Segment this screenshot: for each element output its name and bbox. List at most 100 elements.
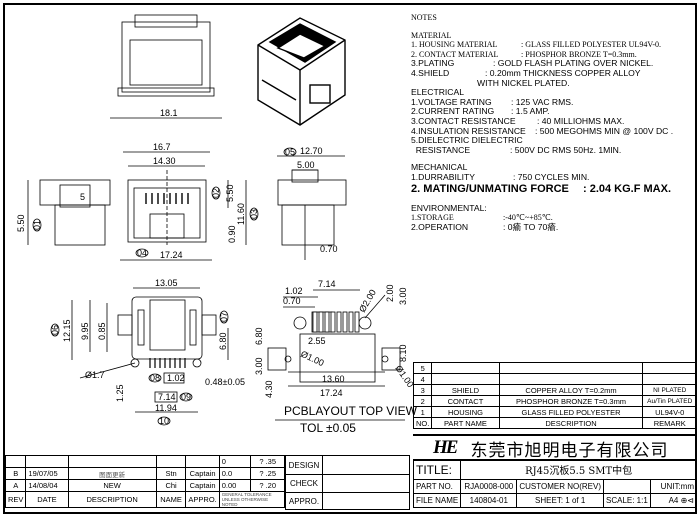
scale: SCALE: 1:1 xyxy=(603,493,651,508)
dim-front-height-1: 5.50 xyxy=(225,184,235,202)
side-view-right: 05 12.70 5.00 0.70 xyxy=(277,146,347,260)
note-continuation: WITH NICKEL PLATED. xyxy=(477,77,570,88)
signoff-table: DESIGN CHECK APPRO. xyxy=(285,455,411,510)
title-label: TITLE: xyxy=(412,459,462,480)
callout-09: 09 xyxy=(181,392,191,402)
dim-pcb-dia-2: Ø2.00 xyxy=(357,288,378,314)
dim-bottom-pin: 0.48±0.05 xyxy=(205,377,245,387)
note-key: 2. MATING/UNMATING FORCE xyxy=(411,182,569,195)
dim-pcb-height-5: 3.00 xyxy=(254,357,264,375)
notes-heading: NOTES xyxy=(411,13,437,22)
note-value: : 40 MILLIOHMS MAX. xyxy=(537,115,625,126)
rev-appro: Captain xyxy=(185,467,220,480)
tolerance-value: ? .25 xyxy=(250,467,285,480)
note-key: 1.STORAGE xyxy=(411,213,454,223)
callout-03: 03 xyxy=(249,209,259,219)
dim-bottom-span: 7.14 xyxy=(158,392,176,402)
material-title: MATERIAL xyxy=(411,30,452,40)
design-signature xyxy=(321,455,411,475)
dim-right-width-1: 12.70 xyxy=(300,146,323,156)
note-key: 2.CURRENT RATING xyxy=(411,106,495,117)
callout-10: 10 xyxy=(159,416,169,426)
note-key: 4.INSULATION RESISTANCE xyxy=(411,125,526,136)
rev-description: NEW xyxy=(67,479,157,492)
note-key: 1. HOUSING MATERIAL xyxy=(411,40,498,50)
company-logo: HE xyxy=(433,437,458,458)
bom-remark: Au/Tin PLATED xyxy=(642,395,697,407)
dim-pcb-height-4: 8.10 xyxy=(398,344,408,362)
check-signature xyxy=(321,474,411,493)
header-part-name: PART NAME xyxy=(431,417,500,429)
dim-front-width-2: 14.30 xyxy=(153,156,176,166)
note-value: : 0.20mm THICKNESS COPPER ALLOY xyxy=(485,67,641,78)
bom-part-name: HOUSING xyxy=(431,406,500,418)
header-description: DESCRIPTION xyxy=(498,417,644,429)
note-key: 2.OPERATION xyxy=(411,221,469,232)
dim-pcb-offset: 2.55 xyxy=(308,336,326,346)
dim-pcb-height-2: 3.00 xyxy=(398,287,408,305)
note-key: 3.PLATING xyxy=(411,58,455,69)
bom-no: 2 xyxy=(412,395,433,407)
rev-description: 图面更新 xyxy=(67,467,157,480)
rev-name: Chi xyxy=(155,479,187,492)
bom-description: COPPER ALLOY T=0.2mm xyxy=(498,384,644,396)
callout-02: 02 xyxy=(211,188,221,198)
note-key: RESISTANCE xyxy=(411,144,471,155)
rev-appro: Captain xyxy=(185,479,220,492)
bom-remark: UL94V-0 xyxy=(642,406,697,418)
bom-part-name: CONTACT xyxy=(431,395,500,407)
header-rev: REV xyxy=(4,491,27,508)
dim-top-width: 18.1 xyxy=(160,108,178,118)
dim-front-width-3: 17.24 xyxy=(160,250,183,260)
drawing-frame xyxy=(3,3,697,514)
contact-label: 5 xyxy=(80,192,85,202)
bom-part-name xyxy=(431,373,500,385)
note-key: 3.CONTACT RESISTANCE xyxy=(411,115,516,126)
top-view: 18.1 xyxy=(110,14,222,119)
dim-bottom-pitch: 1.02 xyxy=(167,373,185,383)
projection-symbol-icon: ⊕⊲ xyxy=(680,496,694,505)
callout-08: 08 xyxy=(150,373,160,383)
tolerance-digits: 0 xyxy=(218,455,252,468)
bom-no: 1 xyxy=(412,406,433,418)
rev-name: Stn xyxy=(155,467,187,480)
header-no: NO. xyxy=(412,417,433,429)
bom-description xyxy=(498,362,644,374)
dim-front-height-2: 11.60 xyxy=(236,203,246,225)
file-name: 140804-01 xyxy=(460,493,518,508)
dim-side-height: 5.50 xyxy=(16,214,26,232)
table-row: 0? .35 xyxy=(4,455,285,468)
header-date: DATE xyxy=(25,491,69,508)
dim-pcb-width-2: 17.24 xyxy=(320,388,343,398)
note-key: 5.DIELECTRIC DIELECTRIC xyxy=(411,135,523,146)
note-key: 1.DURRABILITY xyxy=(411,171,475,182)
rev xyxy=(4,455,27,468)
general-tolerance-note: GENERAL TOLERANCE UNLESS OTHERWISE NOTED xyxy=(221,492,272,507)
dim-bottom-total: 11.94 xyxy=(155,403,177,413)
design-label: DESIGN xyxy=(285,455,323,475)
callout-07: 07 xyxy=(219,312,229,322)
bom-description: GLASS FILLED POLYESTER xyxy=(498,406,644,418)
isometric-view xyxy=(257,17,346,126)
unit: UNIT:mm xyxy=(649,479,698,494)
dim-pcb-height-1: 2.00 xyxy=(385,284,395,302)
pcb-layout-title: PCBLAYOUT TOP VIEW xyxy=(284,404,418,418)
dim-bottom-width: 13.05 xyxy=(155,278,178,288)
check-label: CHECK xyxy=(285,474,323,493)
note-key: 2. CONTACT MATERIAL xyxy=(411,49,499,59)
bom-remark xyxy=(642,373,697,385)
side-view-left: 5 5.50 01 xyxy=(16,179,111,246)
drawing-title: RJ45沉板5.5 SMT中包 xyxy=(460,459,697,480)
bom-part-name xyxy=(431,362,500,374)
dim-bottom-height-5: 1.25 xyxy=(115,384,125,402)
customer-no xyxy=(603,479,651,494)
rev-appro xyxy=(185,455,220,468)
note-value: : 125 VAC RMS. xyxy=(511,96,574,107)
